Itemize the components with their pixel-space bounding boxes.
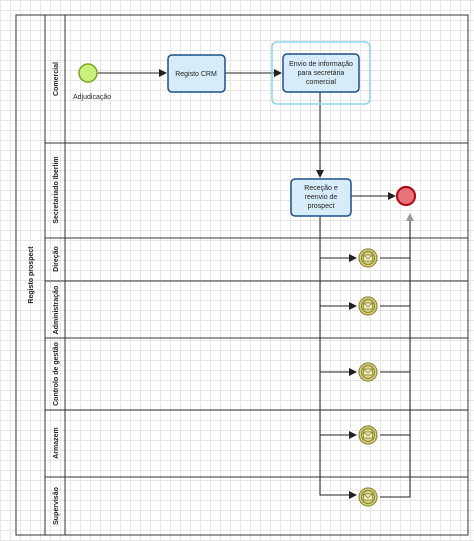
lane-supervisao: Supervisão [53,487,60,525]
lane-comercial: Comercial [45,62,468,144]
pool-border [15,14,469,536]
lane-label-armazem: Armazem [53,427,60,459]
lane-label-supervisao: Supervisão [53,487,60,525]
message-events [358,248,378,507]
end-event[interactable] [395,185,417,207]
task-rececao-reenvio-box[interactable] [290,178,352,217]
task-rececao-line-3: prospect [308,203,335,210]
task-registo-crm-box[interactable] [167,54,226,93]
task-envio-line-2: para secretária [298,70,345,77]
task-selection-highlight [271,41,371,105]
task-registo-crm[interactable]: Registo CRM [167,54,226,93]
message-event-armazem-envelope-icon[interactable] [358,425,378,445]
lane-armazem: Armazem [45,427,468,478]
message-event-controlo-envelope-icon[interactable] [358,362,378,382]
message-event-administracao-envelope-icon[interactable] [358,296,378,316]
task-registo-crm-line-1: Registo CRM [175,71,217,78]
pool-title: Registo prospect [28,246,35,304]
lane-secretariado: Secretariado Iberlim [45,156,468,239]
return-to-end[interactable] [380,213,414,498]
start-event-label: Adjudicação [73,94,111,101]
task-rececao-line-2: reenvio de [305,194,338,201]
end-event-circle[interactable] [395,185,417,207]
task-envio-informacao[interactable]: Envio de informação para secretária come… [271,41,371,105]
lanes: Comercial Secretariado Iberlim Direção A… [45,62,468,525]
pool: Registo prospect [15,14,469,536]
message-event-supervisao-envelope-icon[interactable] [358,487,378,507]
sequence-flows [98,69,396,200]
task-rececao-reenvio[interactable]: Receção e reenvio de prospect [290,178,352,217]
lane-direcao: Direção [45,246,468,282]
flow-to-supervisao[interactable] [319,215,357,499]
lane-label-secretariado: Secretariado Iberlim [53,156,60,223]
start-event-circle[interactable] [78,63,98,83]
lane-label-controlo: Controlo de gestão [53,342,60,406]
message-flows [319,213,414,499]
lane-label-administracao: Administração [53,286,60,335]
task-envio-line-3: comercial [306,79,336,86]
lane-administracao: Administração [45,286,468,339]
task-envio-line-1: Envio de informação [289,61,353,68]
start-event[interactable]: Adjudicação [73,63,111,101]
lane-label-comercial: Comercial [53,62,60,96]
task-rececao-line-1: Receção e [304,185,338,192]
lane-controlo: Controlo de gestão [45,342,468,411]
message-event-direcao-envelope-icon[interactable] [358,248,378,268]
lane-label-direcao: Direção [53,246,60,272]
task-envio-informacao-box[interactable] [282,53,360,93]
